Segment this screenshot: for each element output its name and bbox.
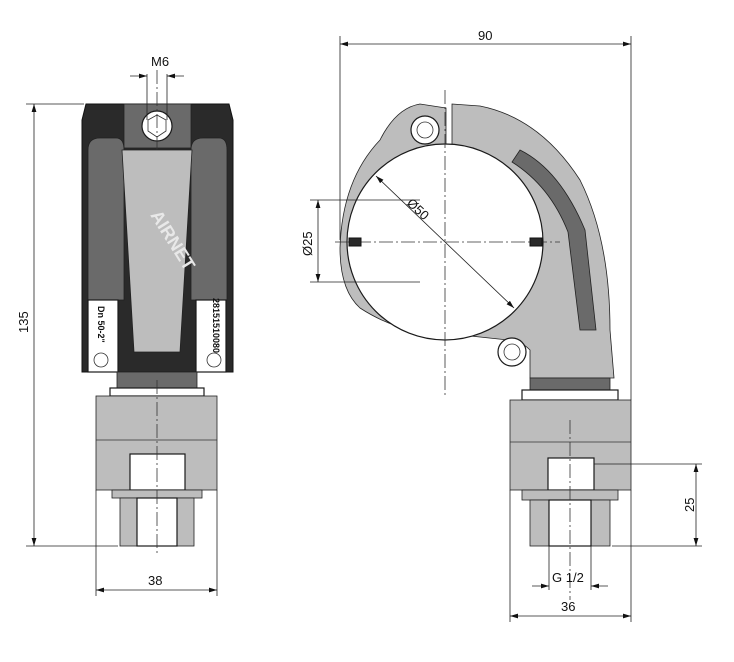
- label-inner-diameter: Ø25: [300, 231, 315, 256]
- label-height-total: 135: [16, 311, 31, 333]
- side-view: [335, 90, 632, 600]
- label-outlet-height: 25: [682, 498, 697, 512]
- side-neck: [521, 377, 619, 401]
- dim-width-side-base: 36: [509, 490, 632, 622]
- label-width-front: 38: [148, 573, 162, 588]
- dim-thread-top: M6: [130, 54, 184, 120]
- dim-height-total: 135: [16, 103, 118, 547]
- size-code-marking: Dn 50-2": [96, 306, 106, 343]
- front-outlet: [111, 380, 203, 555]
- dim-outlet-height: 25: [594, 463, 702, 547]
- label-width-side-total: 90: [478, 28, 492, 43]
- front-clamp-body: AIRNET Dn 50-2" 28151510080: [81, 70, 234, 373]
- label-width-side-base: 36: [561, 599, 575, 614]
- dim-width-front: 38: [95, 490, 218, 596]
- label-outlet-thread: G 1/2: [552, 570, 584, 585]
- dim-width-side-total: 90: [339, 28, 632, 400]
- front-hex-nut: [95, 395, 218, 491]
- side-hex-nut: [509, 399, 632, 491]
- part-number-marking: 28151510080: [211, 298, 221, 353]
- front-view: AIRNET Dn 50-2" 28151510080: [81, 70, 234, 555]
- dim-outlet-thread: G 1/2: [532, 546, 608, 590]
- label-thread-top: M6: [151, 54, 169, 69]
- side-outlet: [521, 420, 619, 600]
- dim-inner-diameter: Ø25: [300, 199, 420, 283]
